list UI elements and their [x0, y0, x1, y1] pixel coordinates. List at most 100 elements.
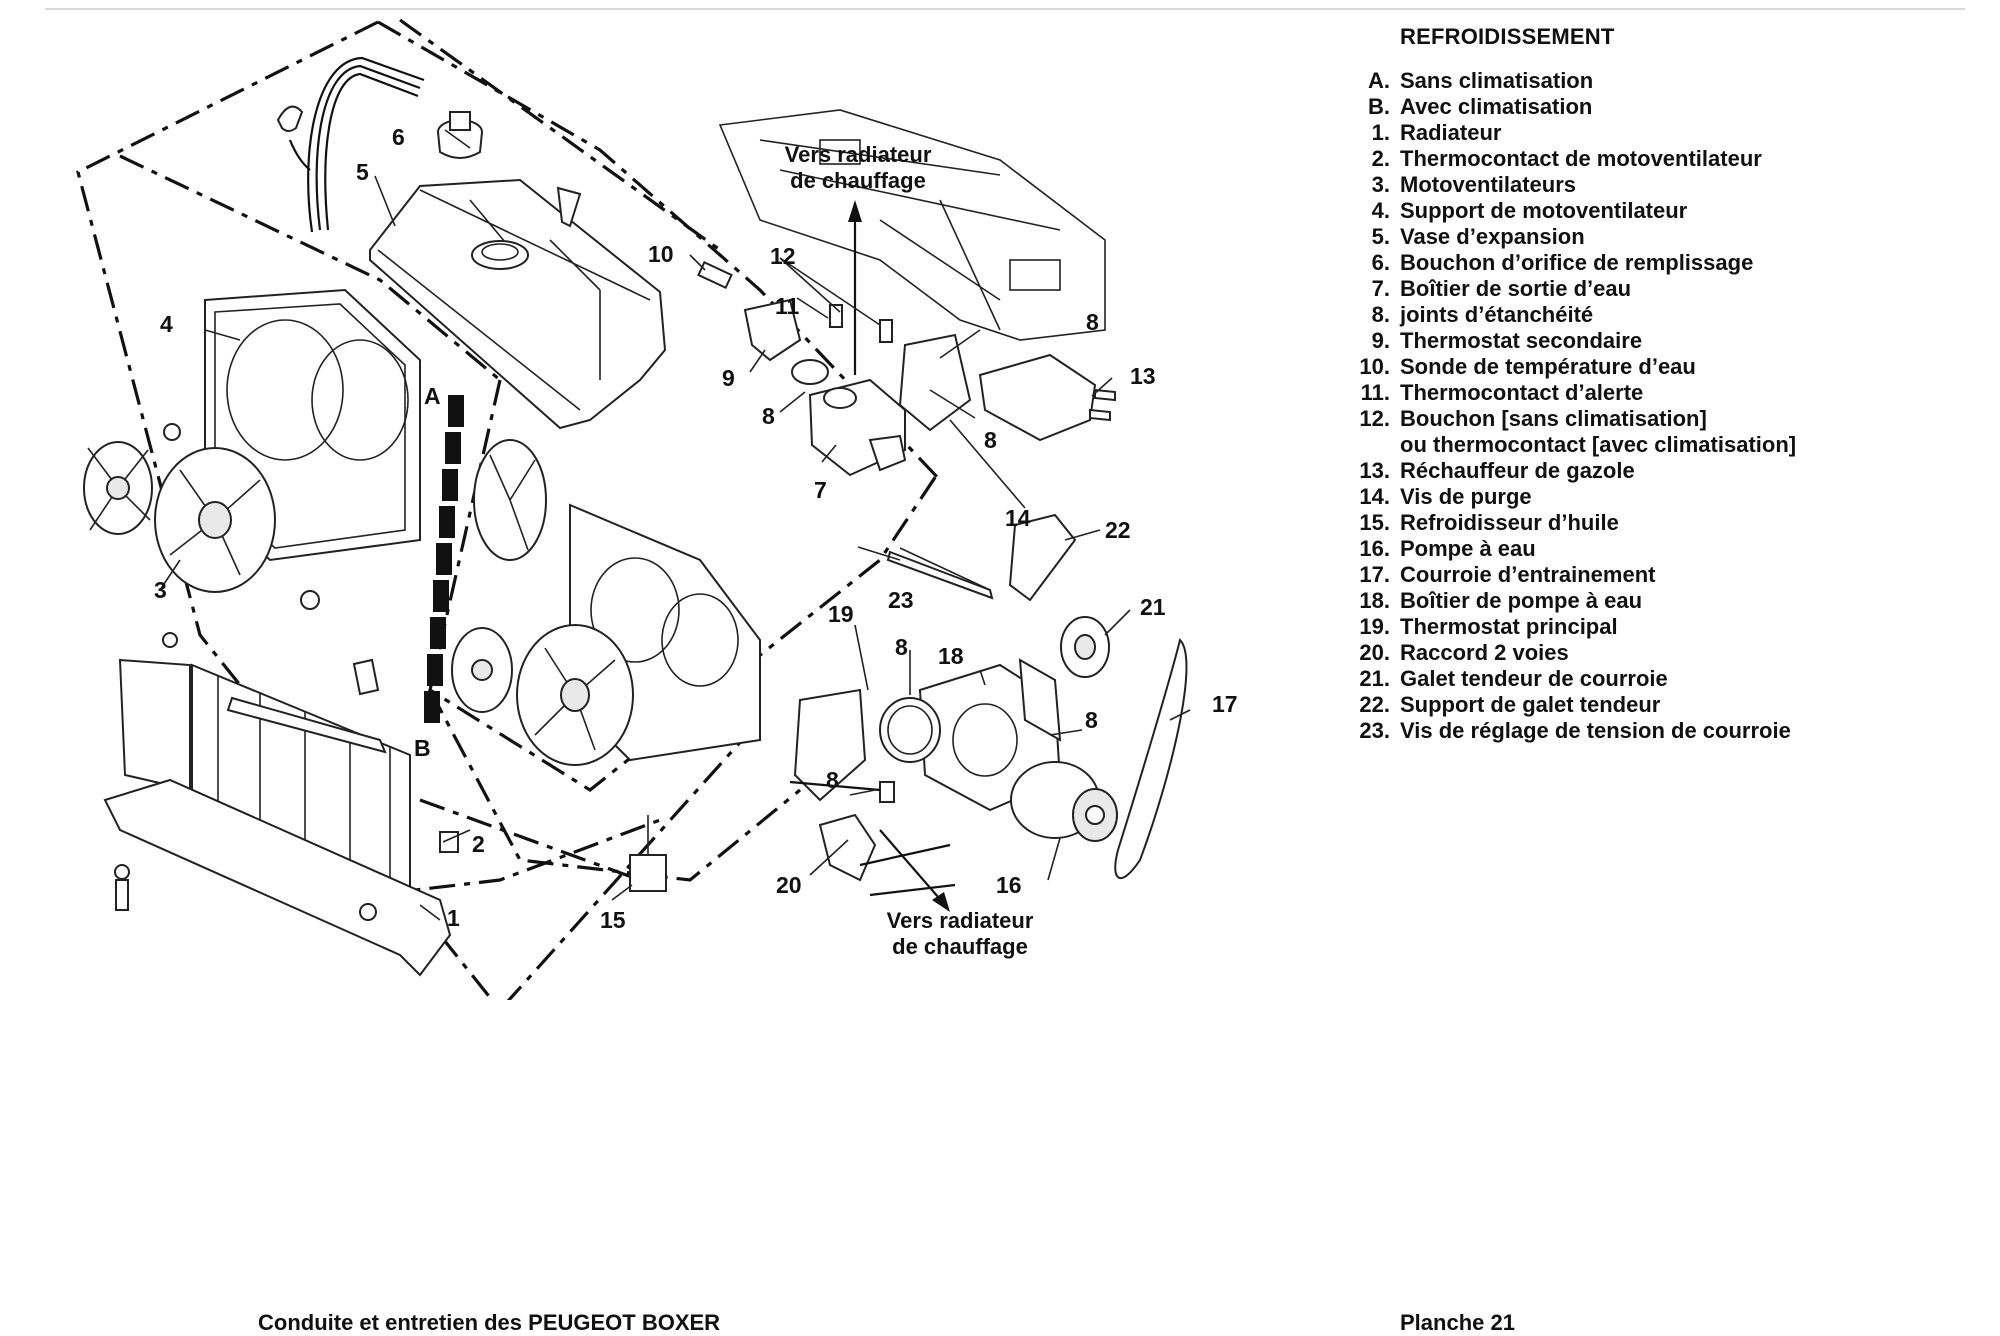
secondary-thermostat: [743, 298, 802, 362]
legend-item: 18.Boîtier de pompe à eau: [1340, 588, 1980, 614]
assembly-outline-b: [428, 379, 942, 882]
legend-text: Sans climatisation: [1400, 68, 1594, 93]
radiator-crossmember: [103, 778, 452, 977]
note-top-line1: Vers radiateur: [785, 142, 932, 167]
adjuster-screw: [899, 547, 991, 591]
cooling-system-diagram: 6 5 4 3 2 1 A B 10 12 11 9 8 7 8 13 8 14…: [0, 0, 1320, 1000]
overflow-hose: [315, 64, 421, 231]
two-way-fitting: [789, 780, 956, 897]
expansion-tank: [369, 178, 667, 430]
legend-text: Support de motoventilateur: [1400, 198, 1688, 223]
water-pump: [1010, 761, 1118, 842]
legend-item: 8.joints d’étanchéité: [1340, 302, 1980, 328]
legend-text: Thermostat secondaire: [1400, 328, 1643, 353]
legend-text: Thermocontact de motoventilateur: [1400, 146, 1762, 171]
legend-key: B.: [1368, 94, 1390, 119]
legend-key: 22.: [1359, 692, 1390, 717]
legend-item: A. Sans climatisation: [1340, 68, 1980, 94]
gasket-upper: [898, 333, 972, 432]
callout-18: 18: [938, 643, 964, 669]
legend-item: 19. Thermostat principal: [1340, 614, 1980, 640]
legend-title: REFROIDISSEMENT: [1400, 24, 1615, 49]
legend-item: 2. Thermocontact de motoventilateur: [1340, 146, 1980, 172]
legend-text: Thermostat principal: [1400, 614, 1618, 639]
callout-8e: 8: [1085, 707, 1098, 733]
legend-item: 17.Courroie d’entrainement: [1340, 562, 1980, 588]
callout-8b: 8: [1086, 309, 1099, 335]
sensors: [697, 260, 893, 343]
callout-B: B: [414, 735, 431, 761]
callout-8f: 8: [826, 767, 839, 793]
legend-item: 13. Réchauffeur de gazole: [1340, 458, 1980, 484]
assembly-outline-main: [76, 20, 942, 1000]
note-top-line2: de chauffage: [790, 168, 926, 193]
legend-key: 8.: [1371, 302, 1390, 327]
legend-key: 3.: [1371, 172, 1390, 197]
heater-arrow-down: [879, 829, 950, 912]
assembly-outline-tank: [119, 18, 721, 382]
callout-22: 22: [1105, 517, 1131, 543]
legend-key: A.: [1368, 68, 1390, 93]
legend-text: Raccord 2 voies: [1400, 640, 1569, 665]
legend-key: 19.: [1359, 614, 1390, 639]
legend-item: 21.Galet tendeur de courroie: [1340, 666, 1980, 692]
legend-text: Galet tendeur de courroie: [1400, 666, 1668, 691]
legend-text: Courroie d’entrainement: [1400, 562, 1656, 587]
legend-key: 5.: [1371, 224, 1390, 249]
callout-1: 1: [447, 905, 460, 931]
fan-blades-a: [83, 441, 153, 535]
legend-text: Boîtier de sortie d’eau: [1400, 276, 1632, 301]
overflow-hose-outline: [307, 56, 425, 233]
legend-key: 11.: [1360, 380, 1390, 405]
footer-plate-number: Planche 21: [1400, 1310, 1515, 1335]
callout-19: 19: [828, 601, 854, 627]
legend-text: Bouchon [sans climatisation] ou thermoco…: [1400, 406, 1797, 457]
callout-16: 16: [996, 872, 1022, 898]
tensioner-assembly: [886, 513, 1110, 678]
legend-item: 1.Radiateur: [1340, 120, 1980, 146]
engine-block: [718, 109, 1106, 341]
legend-item: 6.Bouchon d’orifice de remplissage: [1340, 250, 1980, 276]
legend-item: 14.Vis de purge: [1340, 484, 1980, 510]
callout-12: 12: [770, 243, 796, 269]
legend-item: 20.Raccord 2 voies: [1340, 640, 1980, 666]
callout-3: 3: [154, 577, 167, 603]
legend-key: 9.: [1371, 328, 1390, 353]
callout-2: 2: [472, 831, 485, 857]
legend-item: 11. Thermocontact d’alerte: [1340, 380, 1980, 406]
callout-17: 17: [1212, 691, 1238, 717]
heater-arrow-up: [848, 200, 862, 375]
main-thermostat: [793, 688, 941, 802]
legend-text: Sonde de température d’eau: [1400, 354, 1696, 379]
footer-title: Conduite et entretien des PEUGEOT BOXER: [258, 1310, 721, 1335]
legend-item: 9. Thermostat secondaire: [1340, 328, 1980, 354]
legend-text: Pompe à eau: [1400, 536, 1536, 561]
legend-key: 7.: [1371, 276, 1390, 301]
radiator: [118, 658, 411, 922]
legend-key: 13.: [1359, 458, 1390, 483]
legend-text: Support de galet tendeur: [1400, 692, 1661, 717]
legend-item: 12.Bouchon [sans climatisation] ou therm…: [1340, 406, 1980, 458]
legend-text: Refroidisseur d’huile: [1400, 510, 1619, 535]
callout-20: 20: [776, 872, 802, 898]
callout-8c: 8: [984, 427, 997, 453]
note-bottom-line1: Vers radiateur: [887, 908, 1034, 933]
legend-text: Thermocontact d’alerte: [1400, 380, 1644, 405]
legend-key: 2.: [1371, 146, 1390, 171]
legend-text: Motoventilateurs: [1400, 172, 1577, 197]
callout-4: 4: [160, 311, 173, 337]
fuel-heater: [978, 353, 1116, 442]
legend-text: Réchauffeur de gazole: [1400, 458, 1635, 483]
legend-item: 16.Pompe à eau: [1340, 536, 1980, 562]
legend-text: Vis de purge: [1400, 484, 1532, 509]
legend-key: 18.: [1359, 588, 1390, 613]
legend-item: 7. Boîtier de sortie d’eau: [1340, 276, 1980, 302]
legend-text: Bouchon d’orifice de remplissage: [1400, 250, 1754, 275]
callout-10: 10: [648, 241, 674, 267]
callout-7: 7: [814, 477, 827, 503]
callout-8a: 8: [762, 403, 775, 429]
callout-21: 21: [1140, 594, 1166, 620]
legend-item: 22. Support de galet tendeur: [1340, 692, 1980, 718]
callout-15: 15: [600, 907, 626, 933]
legend-key: 23.: [1359, 718, 1390, 743]
